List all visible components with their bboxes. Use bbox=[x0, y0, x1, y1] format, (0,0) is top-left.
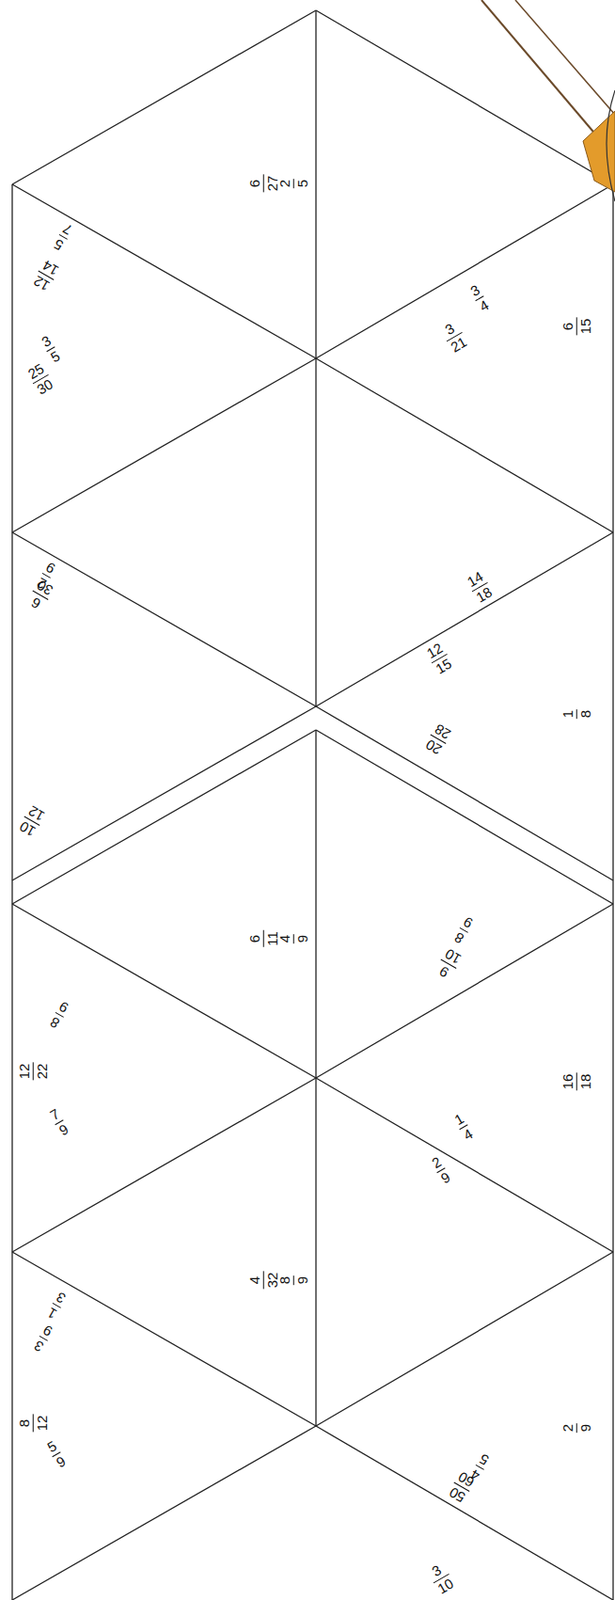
fraction: 627 bbox=[247, 174, 281, 193]
triangle-edge bbox=[315, 706, 614, 881]
numerator: 4 bbox=[277, 933, 295, 944]
denominator: 8 bbox=[576, 709, 593, 719]
denominator: 9 bbox=[51, 1450, 68, 1470]
denominator: 9 bbox=[437, 1167, 454, 1187]
fraction: 29 bbox=[428, 1153, 454, 1187]
numerator: 8 bbox=[16, 1414, 34, 1433]
triangle-edge bbox=[12, 184, 316, 359]
triangle-edge bbox=[315, 10, 614, 185]
triangle-edge bbox=[12, 903, 316, 1078]
triangle-edge bbox=[12, 358, 316, 533]
fraction: 1012 bbox=[16, 802, 48, 839]
fraction: 18 bbox=[560, 709, 594, 719]
numerator: 6 bbox=[247, 174, 265, 193]
numerator: 6 bbox=[560, 317, 578, 336]
fraction: 1214 bbox=[30, 256, 62, 294]
fraction: 5060 bbox=[445, 1467, 477, 1505]
numerator: 2 bbox=[277, 178, 295, 189]
fraction: 1215 bbox=[423, 639, 455, 677]
fraction: 34 bbox=[467, 281, 492, 315]
fraction: 2028 bbox=[423, 721, 455, 758]
fraction: 310 bbox=[425, 1559, 457, 1596]
triangle-edge bbox=[11, 184, 13, 1600]
fraction: 89 bbox=[47, 998, 72, 1032]
numerator: 4 bbox=[247, 1271, 265, 1290]
fraction: 57 bbox=[50, 220, 76, 254]
fraction: 89 bbox=[277, 1275, 311, 1285]
fraction: 910 bbox=[432, 945, 464, 982]
triangle-edge bbox=[315, 1425, 614, 1600]
numerator: 2 bbox=[560, 1422, 578, 1433]
fraction: 615 bbox=[560, 317, 594, 336]
fraction: 1222 bbox=[16, 1061, 50, 1080]
fraction: 59 bbox=[44, 1436, 69, 1470]
fraction: 35 bbox=[38, 331, 64, 365]
denominator: 9 bbox=[294, 1275, 311, 1285]
fraction: 13 bbox=[44, 1289, 69, 1323]
fraction: 49 bbox=[277, 933, 311, 944]
denominator: 9 bbox=[294, 933, 311, 944]
fraction: 2530 bbox=[25, 361, 57, 398]
triangle-edge bbox=[315, 1251, 614, 1426]
numerator: 16 bbox=[560, 1072, 578, 1090]
numerator: 8 bbox=[277, 1275, 295, 1285]
fraction: 39 bbox=[30, 1321, 55, 1355]
numerator: 1 bbox=[560, 709, 578, 719]
denominator: 12 bbox=[33, 1414, 50, 1433]
triangle-edge bbox=[315, 729, 614, 904]
fraction: 25 bbox=[277, 178, 311, 189]
fraction: 79 bbox=[47, 1105, 72, 1139]
denominator: 5 bbox=[475, 1450, 492, 1469]
denominator: 9 bbox=[459, 914, 476, 933]
fraction: 432 bbox=[247, 1271, 281, 1290]
triangle-edge bbox=[315, 184, 614, 359]
denominator: 9 bbox=[55, 1119, 72, 1139]
triangle-edge bbox=[12, 532, 316, 707]
triangle-edge bbox=[12, 729, 316, 904]
denominator: 5 bbox=[294, 178, 311, 189]
fraction: 630 bbox=[25, 577, 57, 615]
fraction: 29 bbox=[560, 1422, 594, 1433]
triangle-edge bbox=[12, 1251, 316, 1426]
fraction: 89 bbox=[451, 914, 476, 947]
denominator: 4 bbox=[459, 1124, 476, 1144]
triangle-edge bbox=[315, 1077, 614, 1252]
triangle-edge bbox=[315, 532, 614, 707]
numerator: 12 bbox=[16, 1061, 34, 1080]
triangle-edge bbox=[12, 10, 316, 185]
fraction: 321 bbox=[438, 317, 470, 355]
denominator: 9 bbox=[576, 1422, 593, 1433]
numerator: 6 bbox=[247, 930, 265, 947]
denominator: 5 bbox=[47, 346, 64, 366]
triangle-edge bbox=[12, 706, 316, 881]
denominator: 15 bbox=[576, 317, 593, 336]
fraction: 1618 bbox=[560, 1072, 594, 1090]
pencil-illustration bbox=[481, 0, 615, 202]
fraction: 1418 bbox=[463, 567, 495, 605]
denominator: 18 bbox=[576, 1072, 593, 1090]
denominator: 22 bbox=[33, 1061, 50, 1080]
triangle-edge bbox=[315, 358, 614, 533]
triangle-edge bbox=[315, 903, 614, 1078]
triangle-edge bbox=[612, 184, 614, 1600]
triangle-edge bbox=[12, 1425, 316, 1600]
denominator: 4 bbox=[475, 296, 492, 316]
fraction: 14 bbox=[451, 1110, 476, 1144]
triangle-edge bbox=[12, 1077, 316, 1252]
fraction: 812 bbox=[16, 1414, 50, 1433]
fraction: 611 bbox=[247, 930, 281, 947]
